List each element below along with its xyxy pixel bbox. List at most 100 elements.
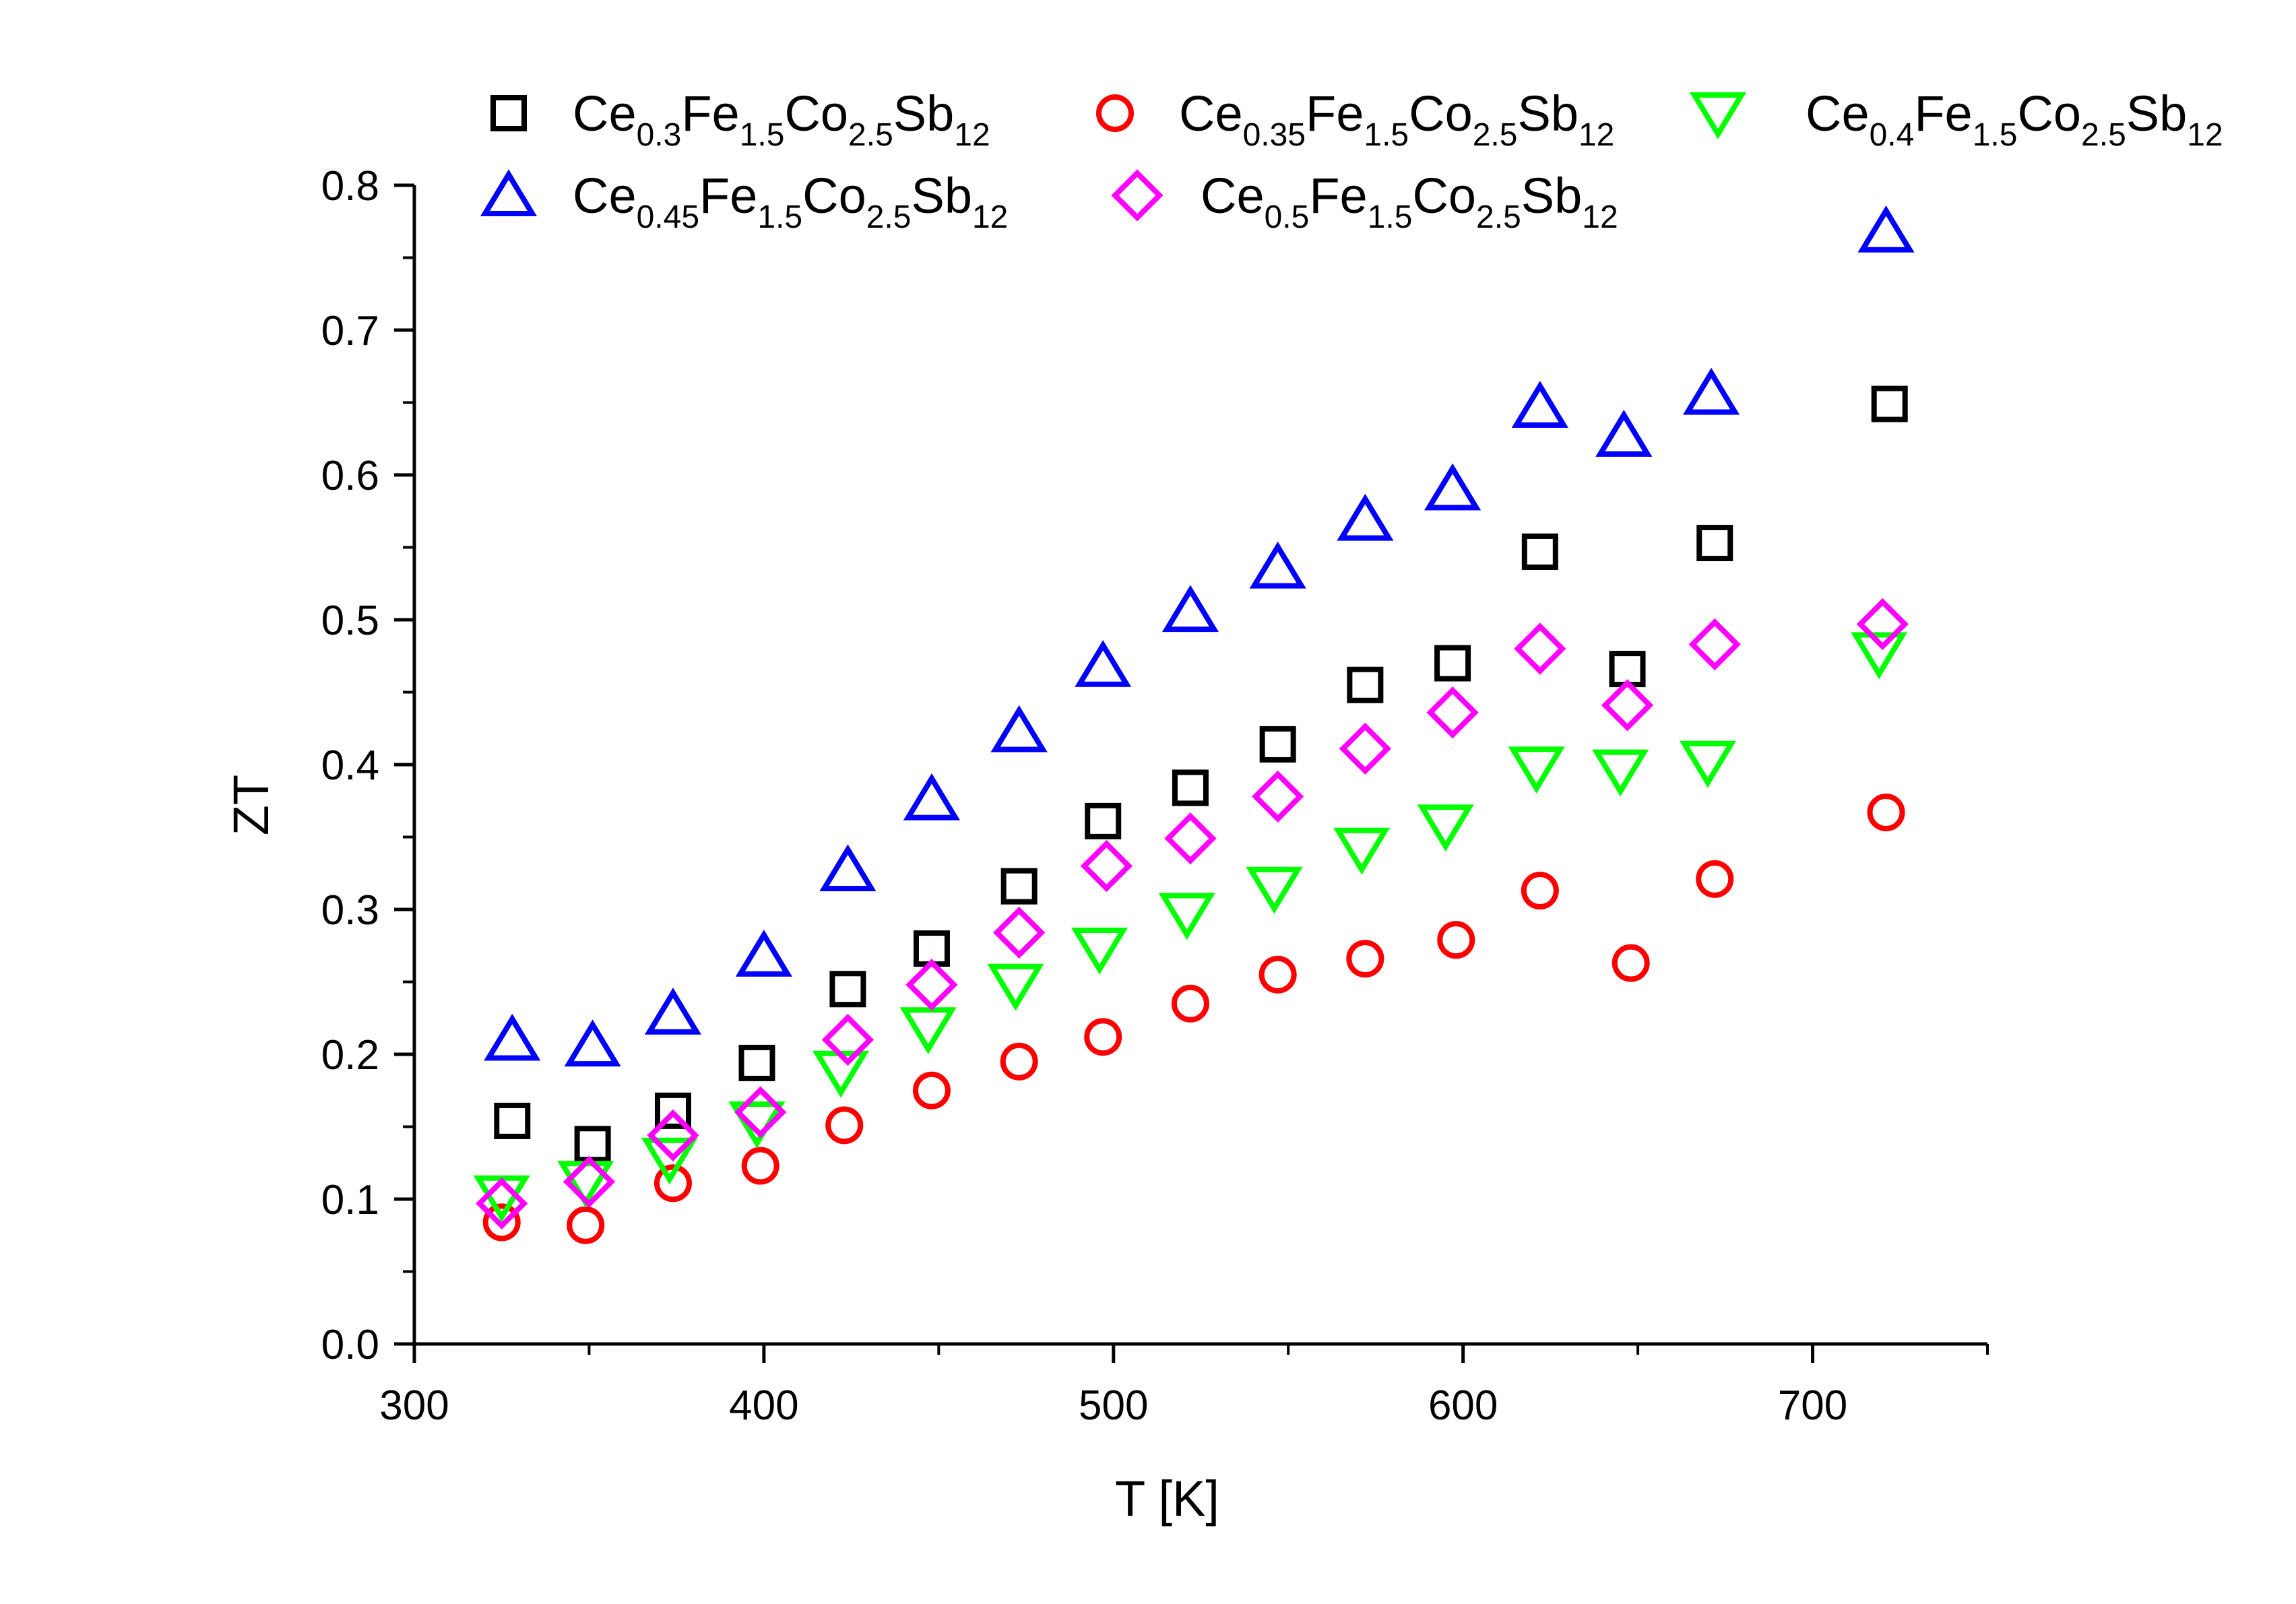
legend-item: Ce0.3Fe1.5Co2.5Sb12	[490, 86, 990, 153]
data-point	[1346, 940, 1384, 978]
legend-marker	[490, 95, 527, 131]
x-tick-label: 400	[729, 1382, 798, 1429]
legend-item: Ce0.35Fe1.5Co2.5Sb12	[1096, 86, 1614, 153]
data-point	[1075, 640, 1132, 687]
data-point	[476, 1177, 528, 1230]
legend-label: Ce0.35Fe1.5Co2.5Sb12	[1179, 86, 1614, 153]
series-4	[484, 205, 1915, 1067]
data-point	[1696, 525, 1733, 562]
series-1	[494, 385, 1908, 1163]
data-point	[812, 1050, 870, 1098]
x-tick-label: 700	[1778, 1382, 1847, 1429]
data-point	[1867, 793, 1905, 831]
legend-item: Ce0.5Fe1.5Co2.5Sb12	[1111, 168, 1618, 235]
data-point	[987, 963, 1044, 1011]
data-point	[741, 1147, 779, 1185]
y-tick-label: 0.4	[321, 742, 379, 789]
data-point	[735, 930, 792, 977]
data-point	[1339, 722, 1392, 775]
legend-marker	[1689, 92, 1747, 139]
legend-label: Ce0.4Fe1.5Co2.5Sb12	[1806, 86, 2223, 153]
data-point	[1426, 686, 1479, 739]
legend-marker	[480, 169, 538, 216]
data-point	[1514, 622, 1566, 675]
y-tick-label: 0.8	[321, 163, 379, 210]
data-point	[1333, 827, 1391, 875]
data-point	[1161, 585, 1219, 633]
data-point	[1592, 749, 1649, 797]
data-point	[1251, 770, 1304, 823]
data-point	[819, 844, 876, 891]
y-axis-title: ZT	[223, 775, 279, 835]
data-point	[821, 1013, 874, 1066]
legend-label: Ce0.3Fe1.5Co2.5Sb12	[573, 86, 990, 153]
data-point	[1437, 921, 1475, 959]
data-point	[734, 1086, 787, 1138]
data-point	[484, 1013, 541, 1061]
data-point	[1164, 812, 1217, 865]
data-point	[899, 1007, 957, 1055]
x-axis-title: T [K]	[1115, 1471, 1219, 1527]
legend-item: Ce0.45Fe1.5Co2.5Sb12	[480, 168, 1008, 235]
data-point	[574, 1126, 611, 1163]
data-point	[1595, 410, 1653, 457]
y-tick-label: 0.5	[321, 598, 379, 644]
data-point	[829, 971, 866, 1008]
data-point	[1612, 944, 1650, 982]
data-point	[563, 1155, 616, 1208]
data-point	[1337, 493, 1394, 541]
data-point	[1871, 385, 1908, 422]
data-point	[1171, 984, 1209, 1023]
data-point	[1696, 860, 1734, 898]
data-point	[1851, 632, 1908, 680]
data-point	[912, 1071, 951, 1110]
data-point	[567, 1206, 605, 1244]
data-point	[1158, 893, 1215, 940]
data-point	[1424, 463, 1481, 511]
y-tick-label: 0.7	[321, 308, 379, 354]
data-point	[1417, 804, 1474, 852]
data-point	[654, 1092, 691, 1129]
y-tick-label: 0.6	[321, 453, 379, 499]
data-point	[564, 1019, 621, 1067]
data-point	[1679, 740, 1736, 788]
data-point	[1434, 645, 1471, 682]
data-point	[482, 1203, 521, 1242]
data-points	[473, 205, 1915, 1244]
data-point	[1172, 769, 1209, 806]
y-tick-label: 0.1	[321, 1177, 379, 1223]
data-point	[1246, 866, 1303, 914]
data-point	[1682, 367, 1740, 415]
legend-marker	[1111, 169, 1163, 222]
data-point	[1521, 872, 1559, 910]
data-point	[903, 773, 961, 821]
data-point	[1688, 618, 1741, 671]
x-tick-label: 600	[1428, 1382, 1498, 1429]
data-point	[905, 959, 958, 1011]
data-point	[494, 1102, 531, 1139]
legend-label: Ce0.5Fe1.5Co2.5Sb12	[1201, 168, 1618, 235]
data-point	[653, 1164, 692, 1202]
data-point	[990, 705, 1048, 752]
data-point	[1258, 955, 1297, 994]
data-point	[1000, 1042, 1038, 1081]
data-point	[1856, 598, 1909, 651]
data-point	[1084, 1018, 1122, 1056]
data-point	[738, 1044, 775, 1081]
legend-label: Ce0.45Fe1.5Co2.5Sb12	[573, 168, 1008, 235]
y-tick-label: 0.3	[321, 887, 379, 934]
data-point	[1511, 381, 1568, 428]
data-point	[993, 906, 1046, 959]
data-point	[1857, 205, 1915, 253]
data-point	[644, 988, 702, 1035]
data-point	[1347, 666, 1384, 703]
data-point	[647, 1109, 699, 1162]
series-5	[476, 598, 1909, 1230]
data-point	[1071, 928, 1128, 975]
data-point	[1259, 726, 1296, 763]
x-tick-label: 300	[379, 1382, 449, 1429]
legend-item: Ce0.4Fe1.5Co2.5Sb12	[1689, 86, 2223, 153]
